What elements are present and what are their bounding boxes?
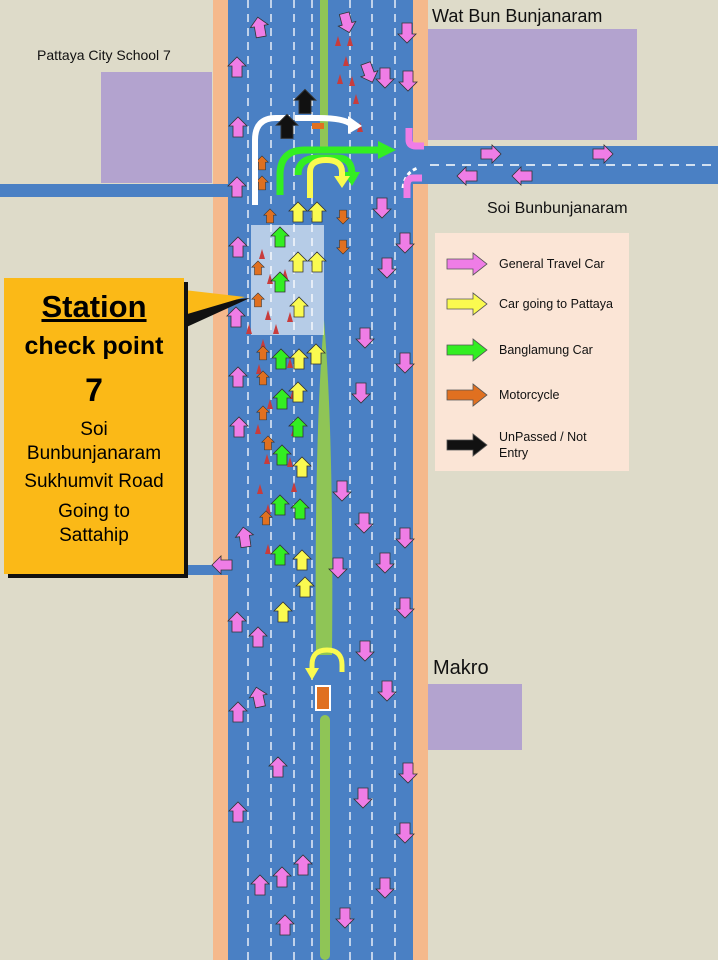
right-sidewalk <box>413 0 428 960</box>
station-number: 7 <box>85 372 103 408</box>
median-island <box>315 320 333 655</box>
makro-label: Makro <box>433 657 489 679</box>
station-line-3: Sukhumvit Road <box>24 471 164 492</box>
makro-building <box>428 684 522 750</box>
station-title: Station <box>41 289 147 324</box>
station-subtitle: check point <box>24 332 164 360</box>
legend: General Travel Car Car going to Pattaya … <box>435 233 629 471</box>
legend-item-motorcycle: Motorcycle <box>445 383 617 407</box>
left-side-road <box>0 184 228 197</box>
legend-item-banglamung: Banglamung Car <box>445 338 617 362</box>
legend-item-general: General Travel Car <box>445 252 617 276</box>
station-checkpoint-box: Station check point 7 Soi Bunbunjanaram … <box>4 278 184 574</box>
black-arrow-icon <box>446 433 488 457</box>
left-lower-road <box>180 565 228 575</box>
motorcycle-marker <box>315 685 331 711</box>
legend-item-unpassed: UnPassed / Not Entry <box>445 429 617 461</box>
legend-label: Motorcycle <box>499 388 560 402</box>
pink-arrow-icon <box>446 252 488 276</box>
station-line-5: Sattahip <box>59 525 129 546</box>
legend-label: UnPassed / Not Entry <box>499 430 587 460</box>
station-line-2: Bunbunjanaram <box>26 443 162 464</box>
pattaya-school-building <box>101 72 212 183</box>
legend-label: Car going to Pattaya <box>499 297 613 311</box>
median <box>320 0 328 150</box>
soi-bunbunjanaram-label: Soi Bunbunjanaram <box>487 200 628 217</box>
legend-label: General Travel Car <box>499 257 605 271</box>
station-line-1: Soi <box>80 419 108 440</box>
orange-arrow-icon <box>446 383 488 407</box>
green-arrow-icon <box>446 338 488 362</box>
pattaya-school-label: Pattaya City School 7 <box>37 47 171 63</box>
yellow-arrow-icon <box>446 292 488 316</box>
legend-item-pattaya: Car going to Pattaya <box>445 292 617 316</box>
legend-label: Banglamung Car <box>499 343 593 357</box>
left-sidewalk <box>213 0 228 960</box>
wat-bun-bunjanaram-building <box>428 29 637 140</box>
station-line-4: Going to <box>58 501 130 522</box>
wat-bun-bunjanaram-label: Wat Bun Bunjanaram <box>432 6 603 26</box>
